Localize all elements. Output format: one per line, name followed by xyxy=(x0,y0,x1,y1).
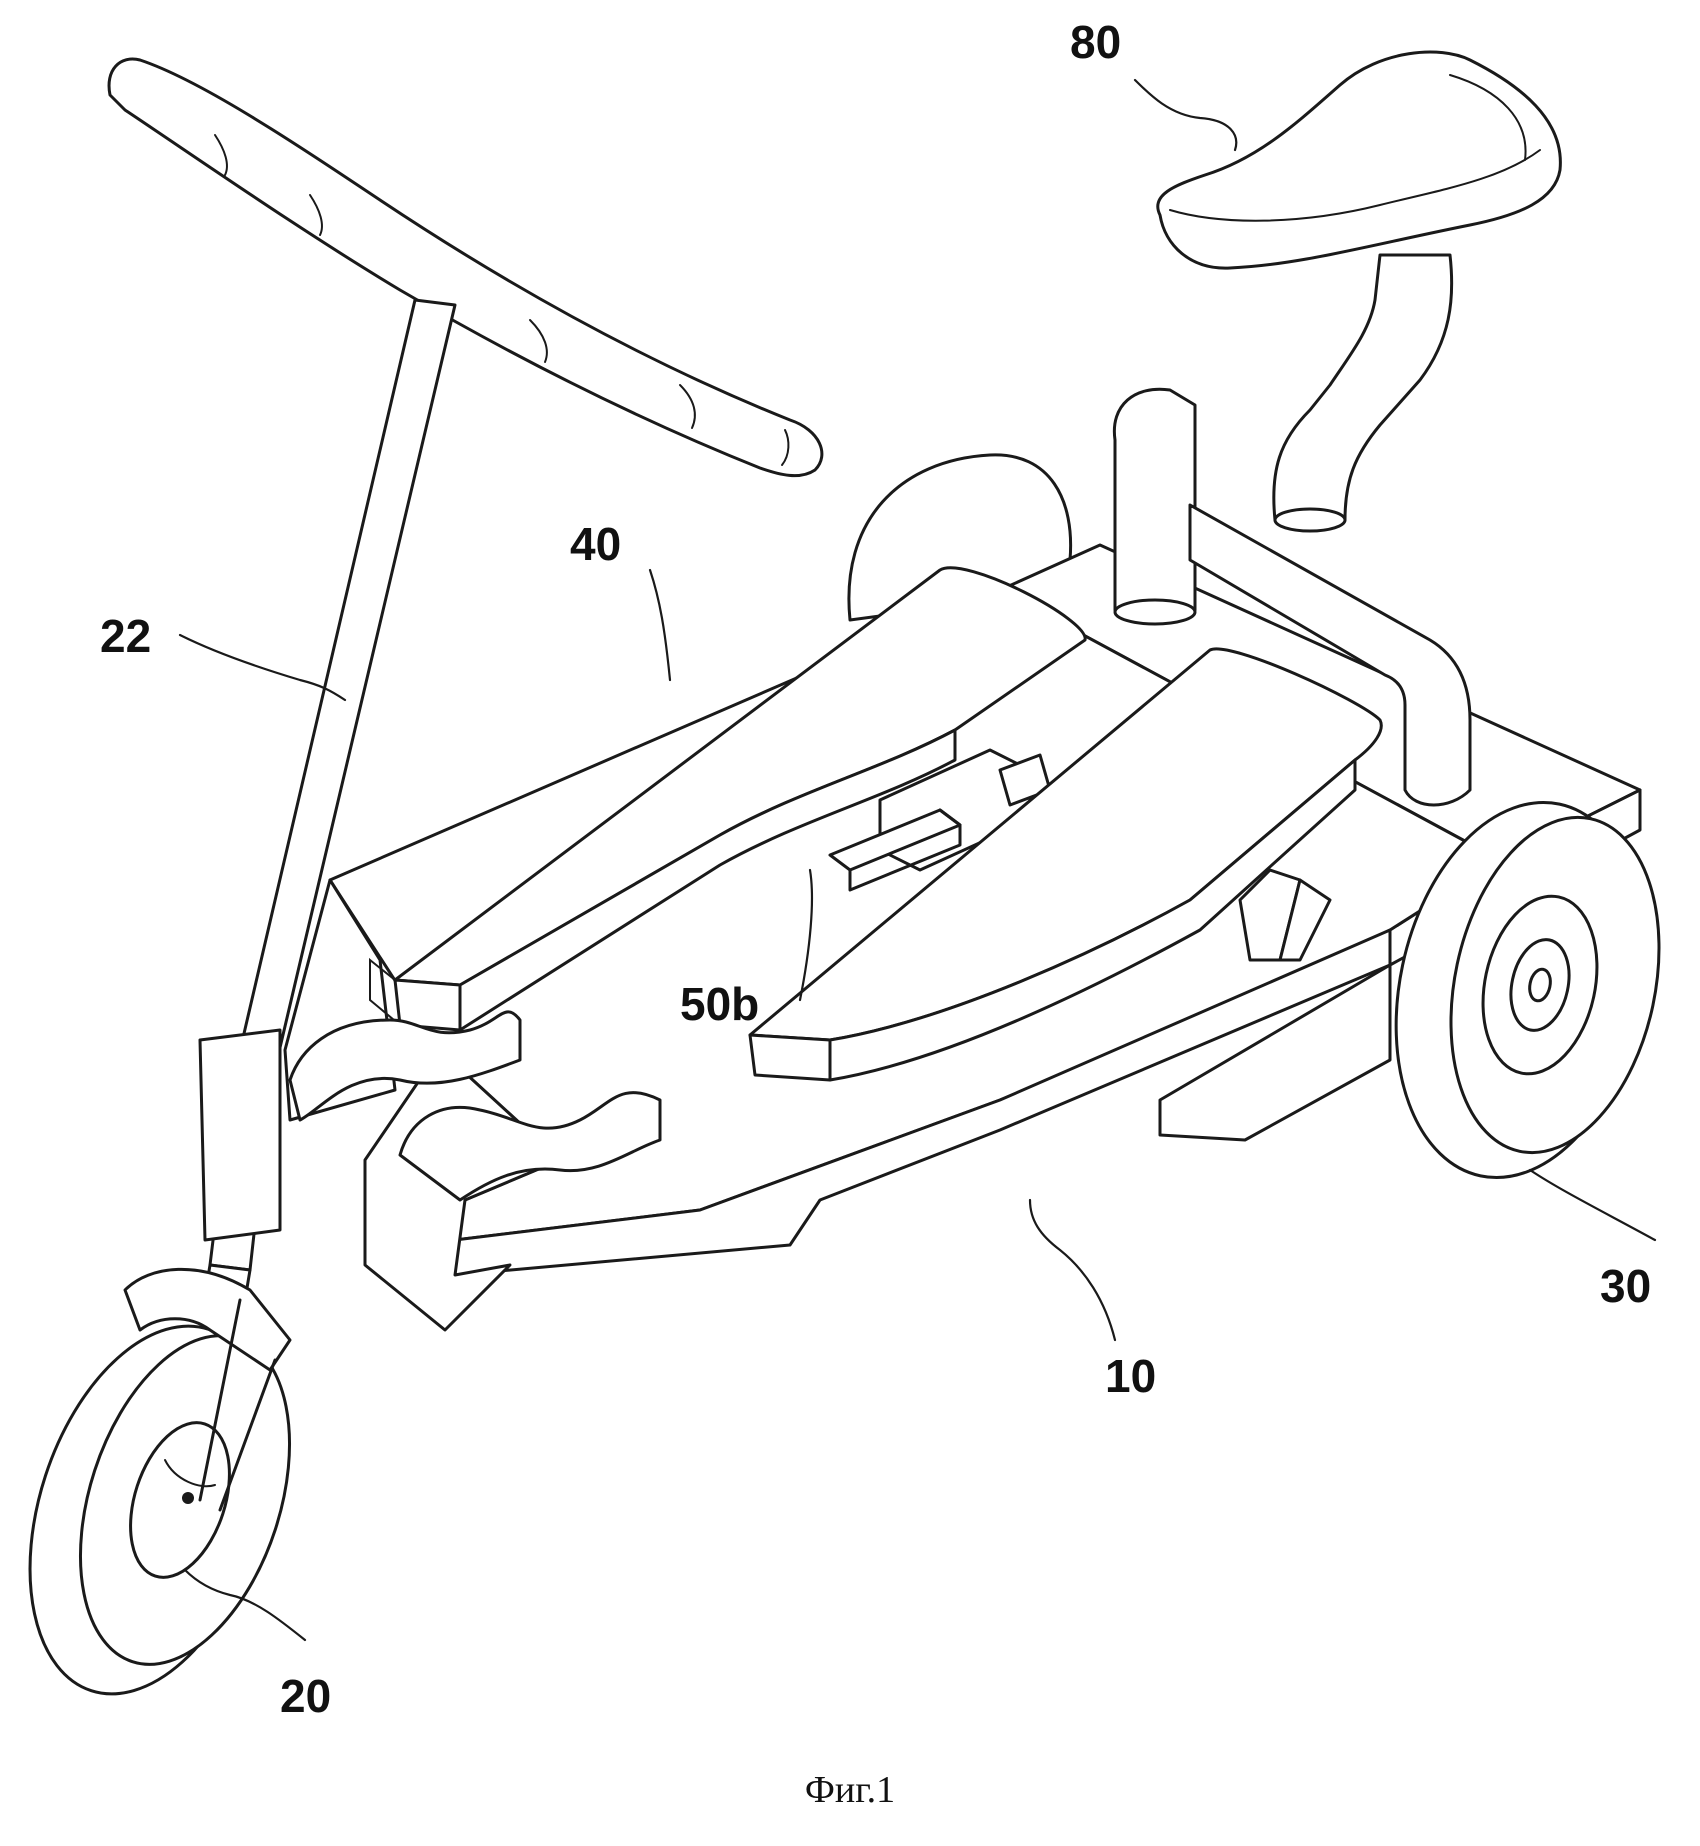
handlebar xyxy=(107,57,824,478)
label-front-wheel: 20 xyxy=(280,1670,331,1722)
front-wheel xyxy=(28,1267,292,1696)
figure-caption: Фиг.1 xyxy=(804,1769,896,1811)
label-left-pedal: 40 xyxy=(570,518,621,570)
foot-rests xyxy=(288,1010,662,1202)
label-frame: 10 xyxy=(1105,1350,1156,1402)
leader-lines xyxy=(178,78,1657,1642)
right-pedal xyxy=(748,647,1383,1082)
label-rear-wheel: 30 xyxy=(1600,1260,1651,1312)
label-handlebar-stem: 22 xyxy=(100,610,151,662)
label-link: 50b xyxy=(680,978,759,1030)
seat-support xyxy=(1112,253,1472,807)
rear-right-wheel xyxy=(1394,800,1661,1180)
left-pedal xyxy=(369,566,1087,1032)
steering-stem xyxy=(198,298,457,1302)
rear-left-wheel xyxy=(847,453,1073,622)
seat xyxy=(1156,50,1562,270)
label-seat: 80 xyxy=(1070,16,1121,68)
